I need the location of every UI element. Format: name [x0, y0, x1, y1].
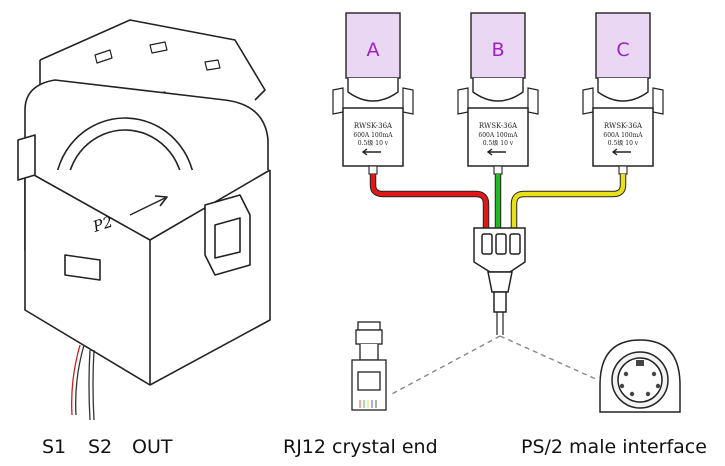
sensor-arrow-icon: [361, 148, 381, 156]
label-ps2: PS/2 male interface: [521, 436, 707, 458]
label-s2: S2: [88, 436, 113, 458]
wire-c: [511, 174, 626, 232]
large-split-core-ct: [17, 19, 271, 386]
sensor-model: RWSK-36A: [354, 122, 393, 130]
rj12-plug-icon: [351, 321, 387, 411]
label-s1: S1: [42, 436, 67, 458]
sensor-letter: C: [616, 39, 629, 61]
lead-wires: [71, 344, 95, 421]
ps2-connector-icon: [599, 339, 681, 413]
p2-marking: P2: [90, 213, 115, 236]
sensor-model: RWSK-36A: [604, 122, 643, 130]
label-rj12: RJ12 crystal end: [283, 436, 438, 458]
sensor-rating: 600A 100mA: [603, 132, 643, 139]
sensor-letter: A: [367, 39, 380, 61]
sensor-arrow-icon: [486, 148, 506, 156]
sensor-arrow-icon: [611, 148, 631, 156]
sensor-letter: B: [491, 39, 504, 61]
label-out: OUT: [132, 436, 173, 458]
sensor-body: [342, 107, 404, 167]
wire-a: [370, 174, 489, 232]
sensor-body: [467, 107, 529, 167]
sensor-ear-right: [652, 87, 664, 115]
sensor-jaw: [347, 78, 399, 102]
sensor-jaw: [472, 78, 524, 102]
sensor-rating: 600A 100mA: [478, 132, 518, 139]
sensor-spec: 0.5级 10 v: [483, 139, 514, 147]
sensor-spec: 0.5级 10 v: [358, 139, 389, 147]
sensor-jaw: [597, 78, 649, 102]
sensor-ear-right: [402, 87, 414, 115]
wire-outline: [369, 174, 490, 232]
sensor-ear-left: [582, 87, 594, 115]
sensor-window: [470, 12, 526, 79]
sensor-cable-gland: [368, 165, 378, 175]
wire-outline: [510, 174, 627, 232]
sensor-cable-gland: [618, 165, 628, 175]
sensor-ear-left: [332, 87, 344, 115]
sensor-rating: 600A 100mA: [353, 132, 393, 139]
sensor-cable-gland: [493, 165, 503, 175]
sensor-model: RWSK-36A: [479, 122, 518, 130]
dashed-leaders: [389, 335, 599, 396]
sensor-ear-left: [457, 87, 469, 115]
wire-splitter: [473, 227, 526, 335]
sensor-spec: 0.5级 10 v: [608, 139, 639, 147]
sensor-ear-right: [527, 87, 539, 115]
